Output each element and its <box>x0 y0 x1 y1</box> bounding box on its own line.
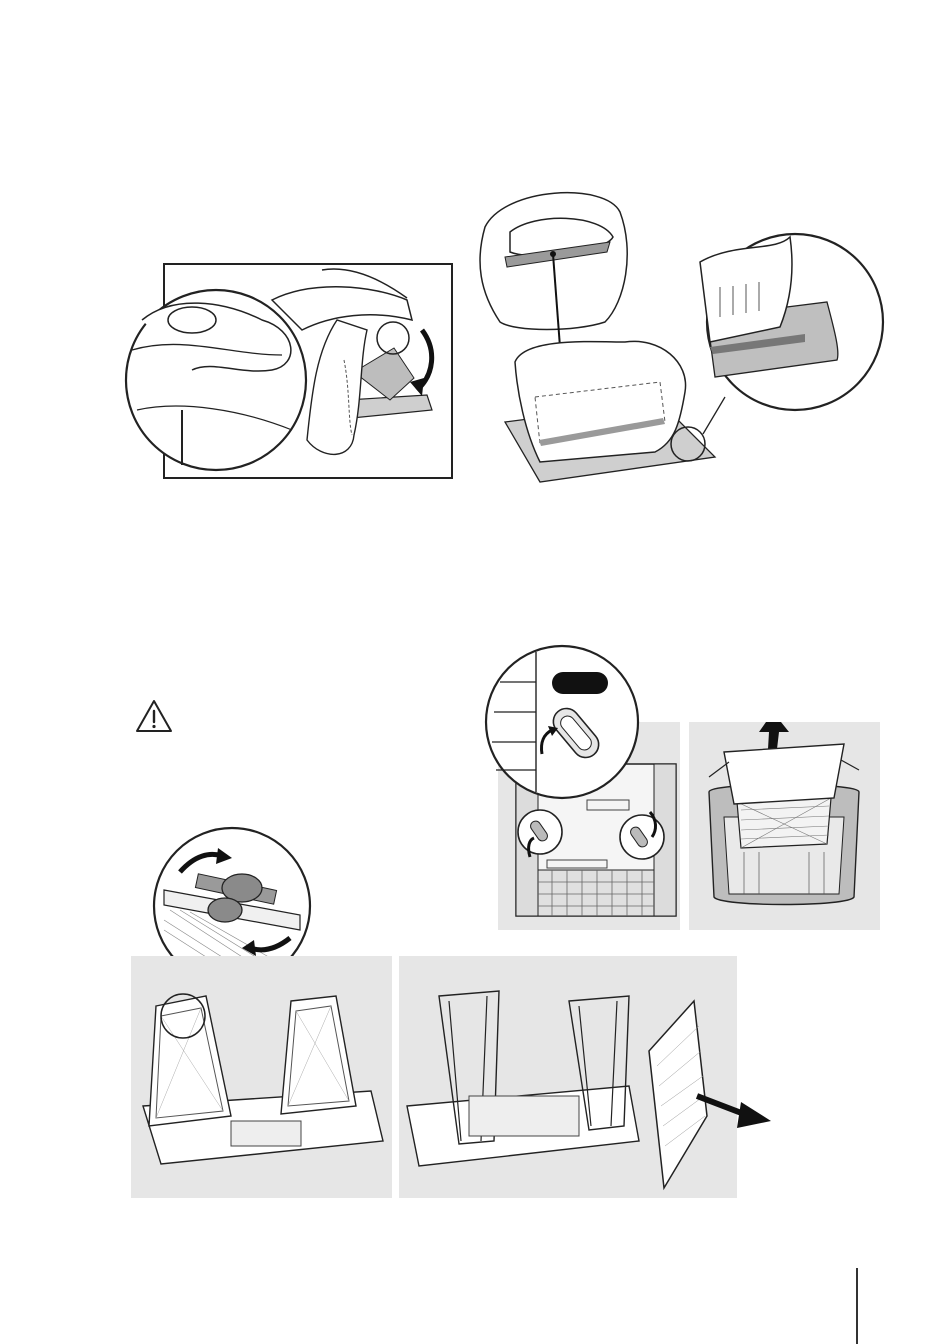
page-margin-rule <box>856 1268 858 1344</box>
robot-underside-figure <box>482 642 687 932</box>
filter-frame-figure <box>131 956 392 1198</box>
bag-removal-figure <box>122 260 457 485</box>
warning-triangle-icon <box>134 698 174 734</box>
panel-removal-figure <box>399 956 779 1198</box>
bag-installed-figure <box>475 182 885 487</box>
filter-lift-figure <box>689 722 880 930</box>
